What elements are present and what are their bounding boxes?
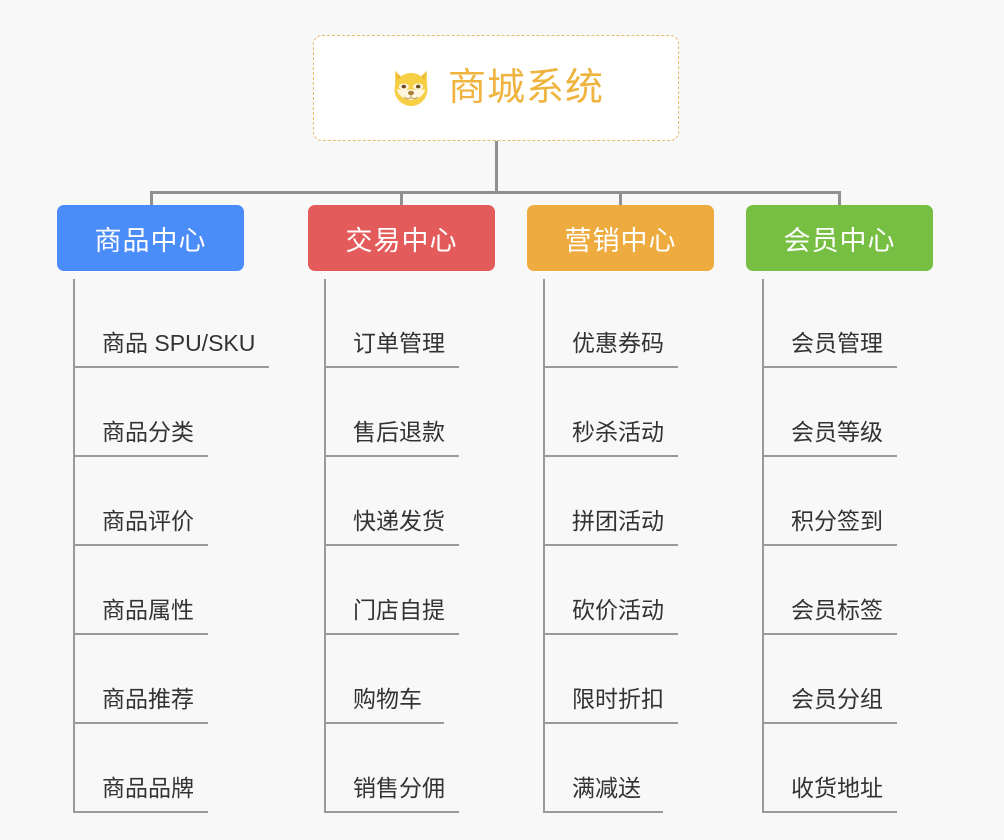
leaf-label: 会员等级	[791, 419, 883, 446]
connector-root-stem	[495, 141, 498, 193]
leaf-list-1: 商品 SPU/SKU 商品分类 商品评价 商品属性 商品推荐 商品品牌	[73, 271, 269, 813]
leaf-label: 会员标签	[791, 597, 883, 624]
leaf-label: 会员分组	[791, 686, 883, 713]
leaf-item[interactable]: 会员管理	[762, 279, 897, 368]
leaf-label: 积分签到	[791, 508, 883, 535]
leaf-item[interactable]: 商品分类	[73, 368, 208, 457]
leaf-item[interactable]: 秒杀活动	[543, 368, 678, 457]
branch-column-1: 商品中心 商品 SPU/SKU 商品分类 商品评价 商品属性 商品推荐 商品品牌	[57, 205, 269, 813]
leaf-item[interactable]: 商品 SPU/SKU	[73, 279, 269, 368]
leaf-item[interactable]: 商品评价	[73, 457, 208, 546]
leaf-label: 销售分佣	[353, 775, 445, 802]
leaf-item[interactable]: 会员标签	[762, 546, 897, 635]
leaf-item[interactable]: 商品品牌	[73, 724, 208, 813]
leaf-item[interactable]: 限时折扣	[543, 635, 678, 724]
leaf-label: 限时折扣	[572, 686, 664, 713]
leaf-label: 拼团活动	[572, 508, 664, 535]
shiba-dog-face-icon	[394, 70, 428, 108]
root-node[interactable]: 商城系统	[313, 35, 679, 141]
connector-drop-1	[150, 191, 153, 217]
leaf-label: 满减送	[572, 775, 641, 802]
leaf-label: 商品属性	[102, 597, 194, 624]
connector-drop-2	[400, 191, 403, 217]
leaf-label: 快递发货	[353, 508, 445, 535]
leaf-list-3: 优惠券码 秒杀活动 拼团活动 砍价活动 限时折扣 满减送	[543, 271, 714, 813]
leaf-item[interactable]: 快递发货	[324, 457, 459, 546]
category-header-4[interactable]: 会员中心	[746, 205, 933, 271]
leaf-item[interactable]: 销售分佣	[324, 724, 459, 813]
leaf-label: 砍价活动	[572, 597, 664, 624]
leaf-spine	[762, 279, 764, 813]
leaf-spine	[543, 279, 545, 813]
leaf-spine	[324, 279, 326, 813]
connector-drop-4	[838, 191, 841, 217]
leaf-item[interactable]: 积分签到	[762, 457, 897, 546]
leaf-label: 商品分类	[102, 419, 194, 446]
leaf-label: 商品评价	[102, 508, 194, 535]
leaf-label: 商品品牌	[102, 775, 194, 802]
leaf-item[interactable]: 购物车	[324, 635, 444, 724]
leaf-item[interactable]: 优惠券码	[543, 279, 678, 368]
leaf-list-4: 会员管理 会员等级 积分签到 会员标签 会员分组 收货地址	[762, 271, 933, 813]
leaf-item[interactable]: 会员分组	[762, 635, 897, 724]
leaf-label: 秒杀活动	[572, 419, 664, 446]
category-label: 交易中心	[345, 225, 458, 256]
category-label: 会员中心	[783, 225, 896, 256]
branch-column-3: 营销中心 优惠券码 秒杀活动 拼团活动 砍价活动 限时折扣 满减送	[527, 205, 714, 813]
category-label: 商品中心	[94, 225, 207, 256]
leaf-label: 购物车	[353, 686, 422, 713]
category-label: 营销中心	[564, 225, 677, 256]
leaf-item[interactable]: 会员等级	[762, 368, 897, 457]
leaf-item[interactable]: 商品属性	[73, 546, 208, 635]
leaf-list-2: 订单管理 售后退款 快递发货 门店自提 购物车 销售分佣	[324, 271, 495, 813]
connector-drop-3	[619, 191, 622, 217]
leaf-label: 收货地址	[791, 775, 883, 802]
leaf-label: 商品推荐	[102, 686, 194, 713]
leaf-label: 订单管理	[353, 330, 445, 357]
leaf-item[interactable]: 商品推荐	[73, 635, 208, 724]
leaf-item[interactable]: 门店自提	[324, 546, 459, 635]
leaf-spine	[73, 279, 75, 813]
category-header-3[interactable]: 营销中心	[527, 205, 714, 271]
leaf-item[interactable]: 砍价活动	[543, 546, 678, 635]
leaf-label: 售后退款	[353, 419, 445, 446]
branch-column-4: 会员中心 会员管理 会员等级 积分签到 会员标签 会员分组 收货地址	[746, 205, 933, 813]
leaf-label: 优惠券码	[572, 330, 664, 357]
leaf-item[interactable]: 收货地址	[762, 724, 897, 813]
leaf-item[interactable]: 订单管理	[324, 279, 459, 368]
leaf-label: 门店自提	[353, 597, 445, 624]
leaf-label: 会员管理	[791, 330, 883, 357]
branch-column-2: 交易中心 订单管理 售后退款 快递发货 门店自提 购物车 销售分佣	[308, 205, 495, 813]
leaf-item[interactable]: 满减送	[543, 724, 663, 813]
leaf-item[interactable]: 拼团活动	[543, 457, 678, 546]
leaf-label: 商品 SPU/SKU	[102, 330, 256, 357]
root-title: 商城系统	[447, 67, 604, 109]
category-header-1[interactable]: 商品中心	[57, 205, 244, 271]
category-header-2[interactable]: 交易中心	[308, 205, 495, 271]
leaf-item[interactable]: 售后退款	[324, 368, 459, 457]
connector-horizontal-bus	[150, 191, 840, 194]
